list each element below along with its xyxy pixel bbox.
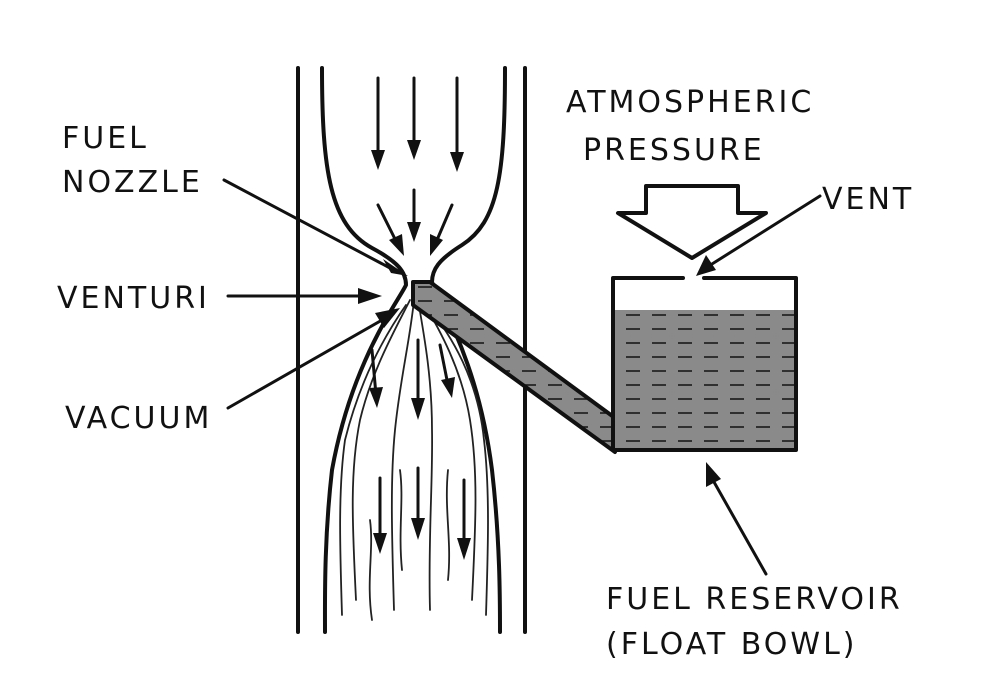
vacuum-pointer (226, 308, 400, 410)
fuel-reservoir-pointer (706, 462, 768, 576)
venturi-pointer (226, 288, 382, 304)
atmospheric-pressure-label-line-1: ATMOSPHERIC (566, 85, 814, 120)
venturi-label: VENTURI (57, 281, 210, 316)
vent-pointer (696, 194, 822, 276)
incoming-airflow-arrows (371, 76, 464, 256)
fuel-nozzle-pointer (222, 178, 408, 276)
fuel-nozzle-label-line-1: FUEL (62, 121, 149, 156)
outgoing-flow-arrows (369, 338, 471, 560)
atmospheric-pressure-label: ATMOSPHERIC PRESSURE (566, 85, 827, 168)
atmospheric-pressure-arrow (616, 184, 768, 260)
fuel-reservoir-label-line-2: (FLOAT BOWL) (606, 627, 858, 662)
vacuum-label: VACUUM (65, 401, 212, 436)
fuel-reservoir-label-line-1: FUEL RESERVOIR (606, 582, 903, 617)
vent-label: VENT (822, 182, 914, 217)
fuel-reservoir-label: FUEL RESERVOIR (FLOAT BOWL) (606, 582, 915, 662)
float-bowl (611, 276, 798, 452)
fuel-nozzle-label-line-2: NOZZLE (62, 165, 203, 200)
fuel-nozzle-label: FUEL NOZZLE (62, 121, 203, 200)
fuel-mist-streaks (339, 299, 489, 621)
atmospheric-pressure-label-line-2: PRESSURE (583, 133, 765, 168)
